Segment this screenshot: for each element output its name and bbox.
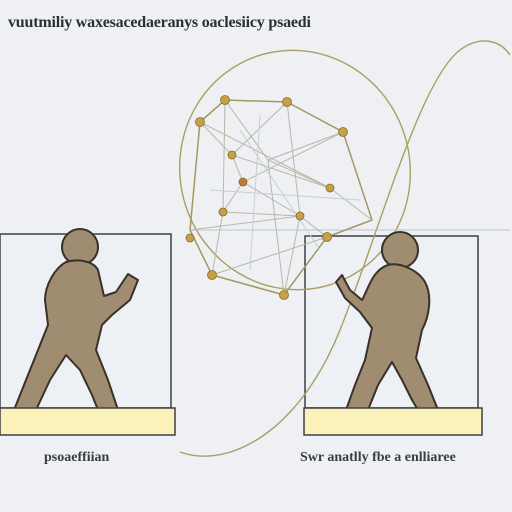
right-caption: Swr anatlly fbe a enlliaree <box>300 450 456 465</box>
orbit-curves <box>178 40 511 457</box>
network-edges <box>189 99 373 296</box>
right-platform <box>303 407 483 436</box>
left-figure <box>13 228 139 411</box>
left-caption: psoaeffiian <box>44 450 110 465</box>
diagram-title: vuutmiliy waxesacedaeranys oaclesiicy ps… <box>8 14 311 31</box>
right-figure <box>335 231 439 411</box>
network-graph <box>185 95 373 300</box>
left-platform <box>0 407 176 436</box>
network-nodes <box>185 95 348 300</box>
